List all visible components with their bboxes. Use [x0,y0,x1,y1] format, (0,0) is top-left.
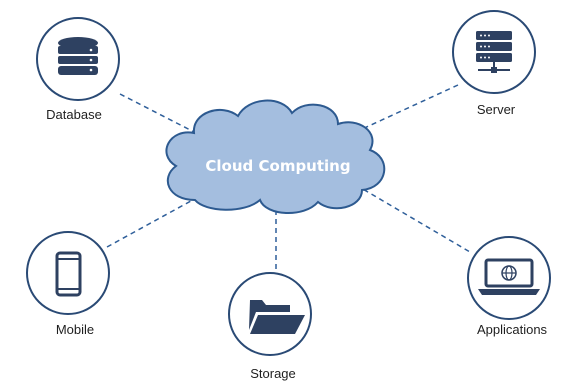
connector-database [119,93,201,136]
database-label: Database [46,107,102,122]
applications-node [467,236,551,320]
smartphone-icon [55,251,82,297]
mobile-label: Mobile [55,322,95,337]
connector-server [359,84,459,131]
database-icon [58,37,98,75]
connector-mobile [106,195,201,248]
cloud-title: Cloud Computing [205,157,351,175]
server-node [452,10,536,94]
storage-node [228,272,312,356]
database-node [36,17,120,101]
mobile-node [26,231,110,315]
cloud-icon [165,99,386,215]
storage-label: Storage [250,366,296,381]
laptop-globe-icon [478,258,540,295]
server-label: Server [476,102,516,117]
connector-applications [355,184,471,253]
server-rack-icon [476,31,512,73]
applications-label: Applications [476,322,548,337]
folder-icon [249,300,305,334]
